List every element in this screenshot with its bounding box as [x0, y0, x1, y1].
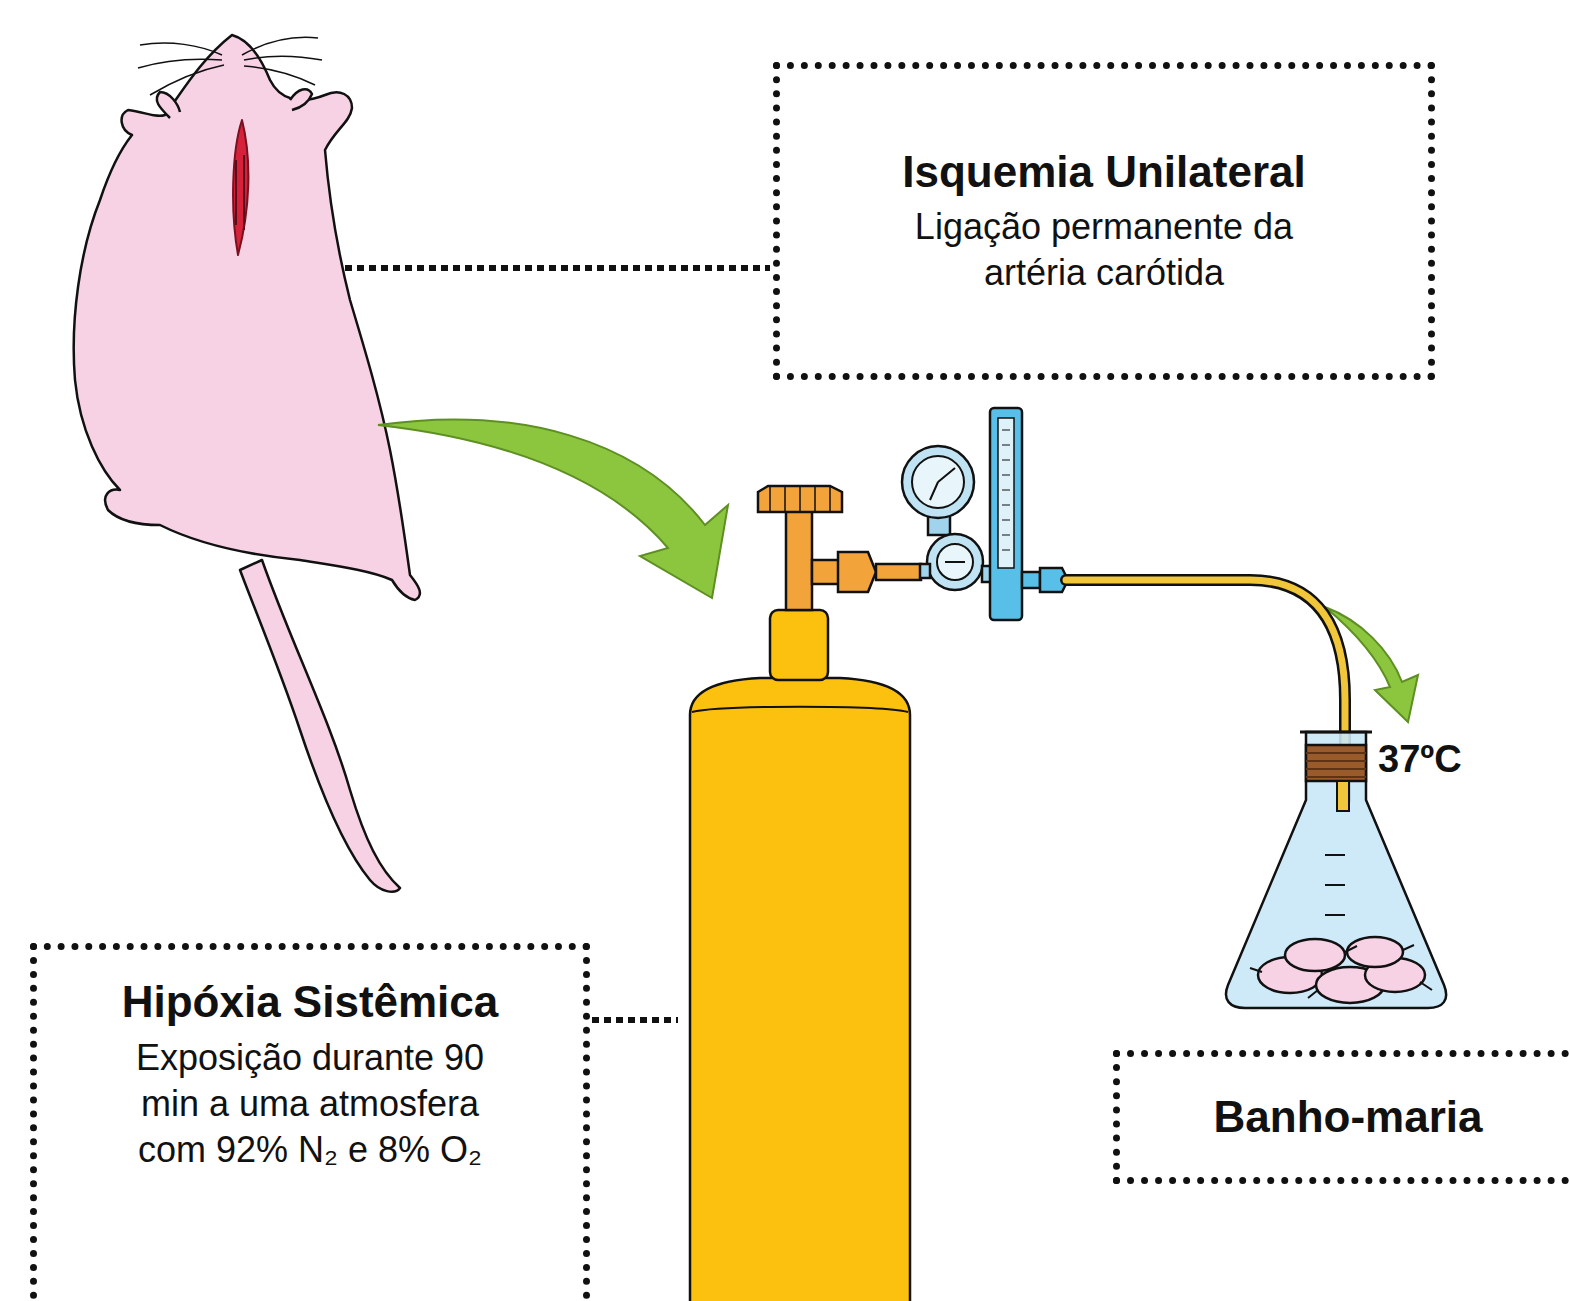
process-arrow	[378, 420, 728, 598]
hose	[1066, 580, 1345, 800]
gas-cylinder	[690, 486, 921, 1301]
text-box: Isquemia UnilateralLigação permanente da…	[773, 62, 1435, 380]
leader-line	[592, 1017, 678, 1023]
box-heading: Banho-maria	[1214, 1091, 1483, 1144]
text-box: Banho-maria	[1113, 1050, 1570, 1184]
temperature-label: 37ºC	[1378, 738, 1462, 781]
box-body: Exposição durante 90 min a uma atmosfera…	[130, 1035, 490, 1173]
rat	[74, 35, 420, 892]
hose	[1066, 580, 1345, 800]
text-box: Hipóxia SistêmicaExposição durante 90 mi…	[30, 943, 590, 1301]
regulator	[902, 408, 1068, 620]
box-heading: Isquemia Unilateral	[902, 146, 1305, 199]
box-body: Ligação permanente da artéria carótida	[914, 204, 1294, 296]
box-heading: Hipóxia Sistêmica	[122, 976, 499, 1029]
leader-line	[345, 265, 770, 271]
